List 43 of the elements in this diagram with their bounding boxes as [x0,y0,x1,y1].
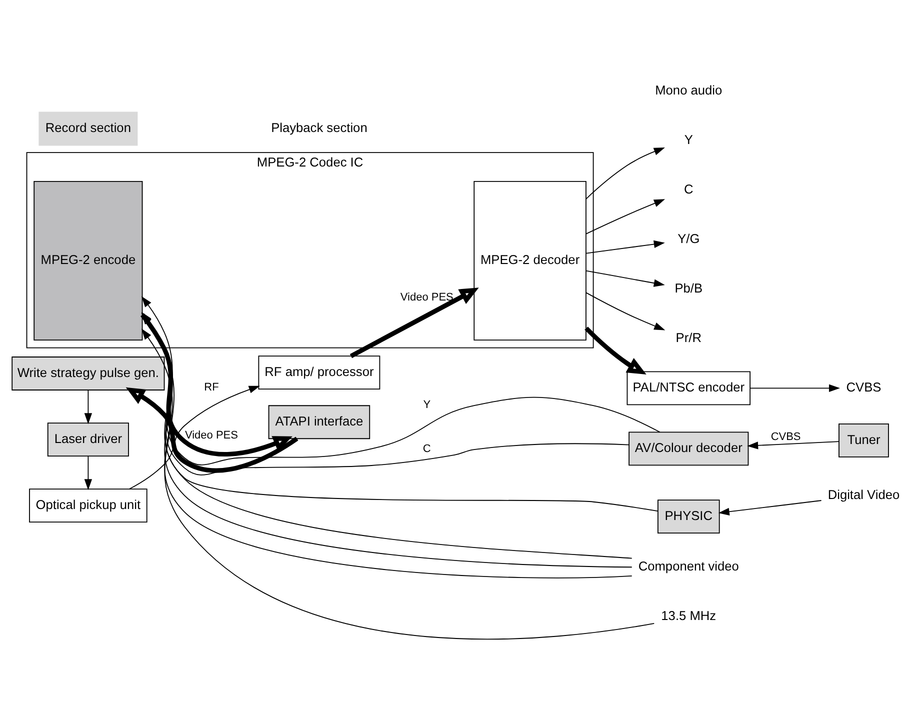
node-box: PHYSIC [657,500,720,534]
arrow [747,441,840,450]
edge-label: Y [423,398,431,411]
label: Mono audio [655,82,722,98]
node-box: ATAPI interface [268,405,370,440]
node-box: Laser driver [47,422,129,456]
arrow [586,199,666,234]
node-box: MPEG-2 encode [34,181,143,341]
node-text: 13.5 MHz [661,608,716,623]
node-box: Write strategy pulse gen. [12,356,165,390]
arrow [586,292,666,330]
node-box: Record section [38,112,138,146]
edge-label: Video PES [400,292,454,304]
arrow [350,288,479,358]
node-box: AV/Colour decoder [628,432,749,466]
node-box: MPEG-2 decoder [474,181,586,341]
node-text: Component video [638,558,739,574]
edge-label: RF [204,382,219,394]
edge-label: CVBS [770,431,801,444]
node-box: PAL/NTSC encoder [626,371,751,406]
arrow [84,390,92,424]
arrow [84,456,92,490]
arrow [586,240,665,254]
node-text: Pr/R [676,330,702,346]
edge-label: C [422,442,431,455]
edge-label: Video PES [184,429,238,442]
node-box: Tuner [838,423,889,458]
arrow [126,387,298,473]
node-text: C [684,182,694,197]
node-text: Pb/B [674,280,703,296]
arrow [584,326,646,374]
node-text: Digital Video [828,486,900,502]
node-text: Y/G [678,231,700,246]
arrow [718,500,822,516]
node-text: Y [684,132,693,148]
arrow [750,384,840,392]
node-box: RF amp/ processor [258,356,380,390]
arrow [586,148,665,200]
node-text: CVBS [846,380,882,395]
label: Playback section [271,120,368,136]
node-box: Optical pickup unit [29,488,148,522]
arrow [586,270,665,287]
arrow [129,386,260,490]
